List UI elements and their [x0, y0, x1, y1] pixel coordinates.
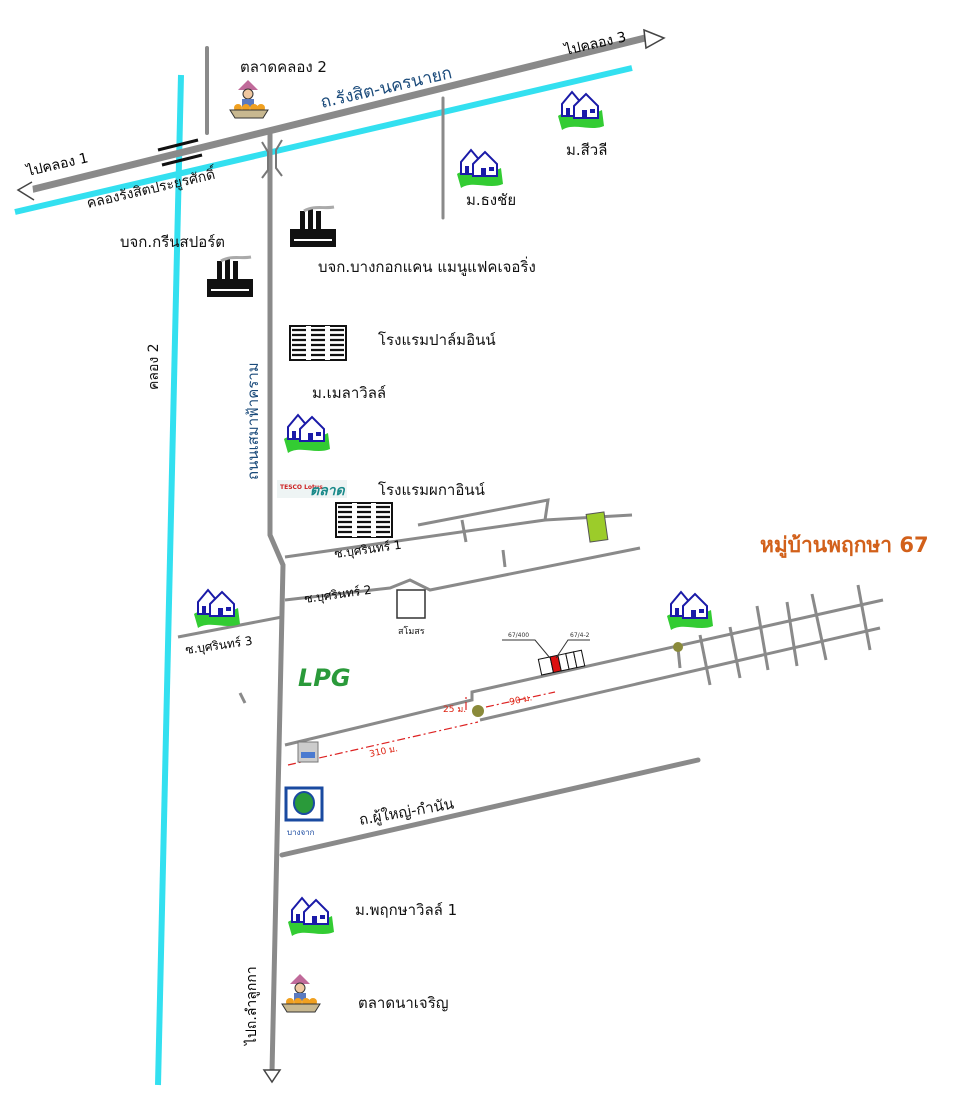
distance-25: 25 ม.: [443, 705, 466, 715]
house-icon: [287, 897, 335, 937]
label-mela: ม.เมลาวิลล์: [312, 384, 386, 402]
plot-units: [537, 649, 586, 676]
label-market2: ตลาดคลอง 2: [240, 58, 327, 76]
label-phaka-inn: โรงแรมผกาอินน์: [378, 481, 485, 499]
tesco-lotus-logo: TESCO Lotus ตลาด: [277, 480, 347, 499]
arrow-lamlukka: [262, 1069, 282, 1084]
hotel-icon: [288, 324, 348, 362]
house-icon: [456, 149, 504, 189]
svg-text:ตลาด: ตลาด: [310, 483, 346, 499]
gas-station-icon: [297, 741, 319, 763]
label-greensport: บจก.กรีนสปอร์ต: [120, 233, 225, 251]
house-icon: [666, 591, 714, 631]
house-icon: [283, 414, 331, 454]
label-soi2: ซ.บุศรินทร์ 2: [303, 583, 372, 607]
road-puyai-kamnan: [279, 757, 701, 858]
factory-icon: [205, 255, 255, 299]
label-na-charoen: ตลาดนาเจริญ: [358, 994, 449, 1012]
direction-lamlukka: ไปถ.ลำลูกกา: [243, 966, 260, 1046]
label-puyai: ถ.ผู้ใหญ่-กำนัน: [358, 795, 456, 829]
factory-icon: [288, 205, 338, 249]
label-soi3: ซ.บุศรินทร์ 3: [184, 634, 253, 658]
arrow-k1: [16, 181, 35, 201]
label-club: สโมสร: [398, 626, 425, 637]
house-icon: [193, 589, 241, 629]
canal-khlong2: [155, 74, 184, 1086]
house-icon: [557, 91, 605, 131]
label-palm-inn: โรงแรมปาล์มอินน์: [378, 331, 496, 349]
svg-text:TESCO Lotus: TESCO Lotus: [280, 484, 323, 491]
distance-310: 310 ม.: [369, 744, 399, 760]
road-sema-fa-kram: [267, 129, 286, 1075]
market-icon: [229, 79, 269, 119]
svg-text:บางจาก: บางจาก: [287, 828, 315, 837]
road-rangsit-nakhonnayok: [26, 34, 649, 194]
lpg-logo: LPG: [298, 664, 351, 692]
hotel-icon: [334, 501, 394, 539]
market-icon: [281, 973, 321, 1013]
direction-k3: ไปคลอง 3: [562, 28, 628, 59]
label-bangkok-can: บจก.บางกอกแคน แมนูแฟคเจอริ่ง: [318, 256, 536, 276]
label-thongchai: ม.ธงชัย: [466, 191, 516, 209]
label-sriwalee: ม.สีวลี: [566, 141, 607, 159]
road-side-label: ถนนเสมาฟ้าคราม: [244, 362, 262, 480]
arrow-k3: [643, 28, 666, 50]
title: หมู่บ้านพฤกษา 67: [760, 533, 929, 559]
canal-rangsit: [14, 65, 633, 215]
club-icon: [396, 589, 426, 619]
canal-khlong2-label: คลอง 2: [146, 343, 162, 390]
label-soi1: ซ.บุศรินทร์ 1: [333, 538, 402, 562]
label-pruksa1: ม.พฤกษาวิลล์ 1: [355, 901, 457, 919]
distance-90: 90 ม.: [509, 693, 534, 708]
bangchak-logo: บางจาก: [284, 786, 324, 837]
unit-b-label: 67/4-2: [570, 632, 590, 639]
unit-a-label: 67/400: [508, 632, 529, 639]
